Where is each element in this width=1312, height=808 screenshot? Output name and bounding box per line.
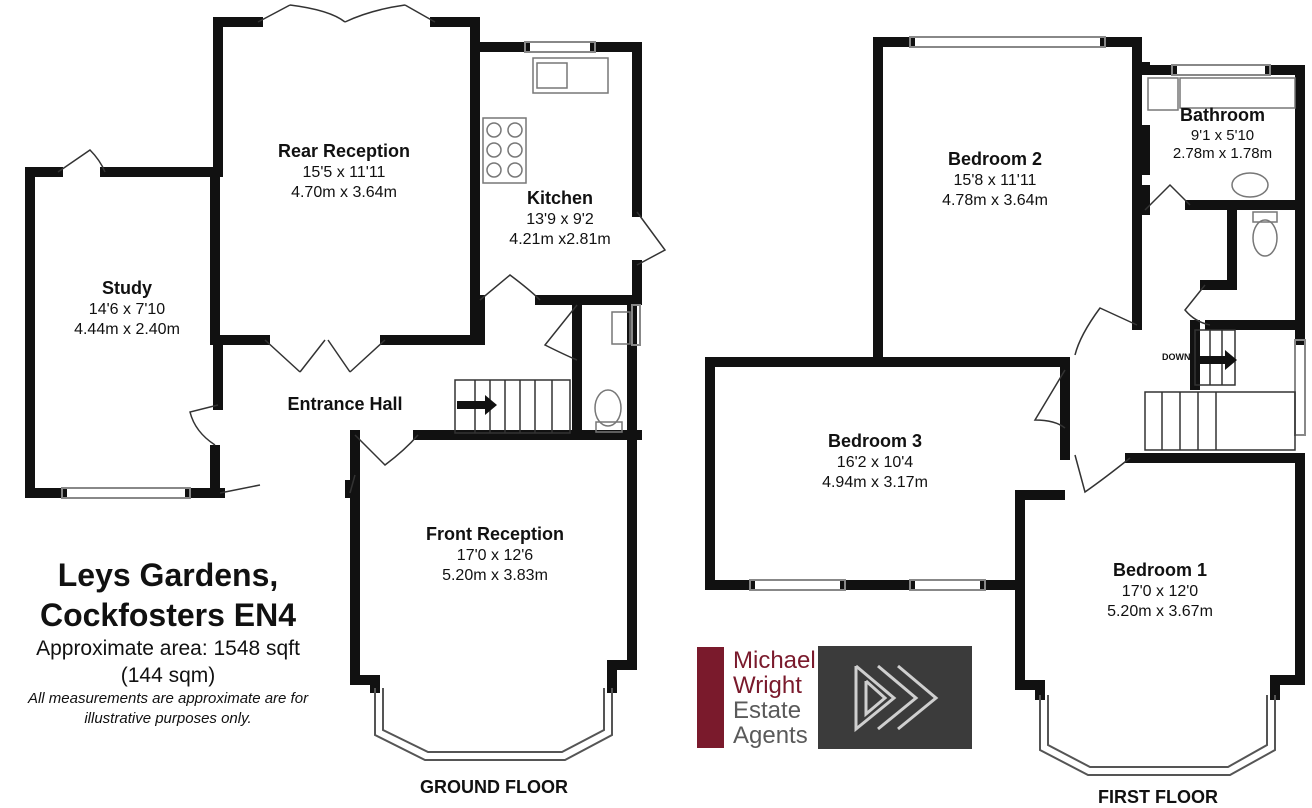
room-imperial: 13'9 x 9'2 — [526, 210, 594, 228]
room-name: Bedroom 3 — [827, 431, 923, 451]
room-metric: 2.78m x 1.78m — [1172, 145, 1273, 163]
bathroom-fixtures — [1147, 77, 1296, 257]
room-imperial: 17'0 x 12'0 — [1121, 582, 1199, 600]
first-floor-walls — [705, 37, 1305, 700]
property-info: Leys Gardens, Cockfosters EN4 Approximat… — [0, 555, 336, 729]
room-metric: 4.70m x 3.64m — [291, 183, 397, 201]
stairs-arrow-icon — [457, 395, 497, 415]
agent-name-line-1: Michael — [733, 647, 816, 674]
room-front-reception: Front Reception 17'0 x 12'6 5.20m x 3.83… — [400, 523, 590, 586]
ground-floor-walls — [25, 17, 642, 693]
agent-logo-bar — [697, 647, 724, 748]
first-floor-title: FIRST FLOOR — [1098, 787, 1218, 807]
room-kitchen: Kitchen 13'9 x 9'2 4.21m x2.81m — [490, 187, 630, 250]
room-imperial: 15'8 x 11'11 — [953, 171, 1037, 189]
ground-windows — [61, 41, 641, 499]
room-metric: 4.21m x2.81m — [509, 230, 611, 248]
room-metric: 4.94m x 3.17m — [822, 473, 928, 491]
room-imperial: 9'1 x 5'10 — [1190, 126, 1255, 144]
room-metric: 4.44m x 2.40m — [74, 320, 180, 338]
double-chevron-icon — [818, 646, 972, 749]
room-study: Study 14'6 x 7'10 4.44m x 2.40m — [52, 277, 202, 340]
room-metric: 4.78m x 3.64m — [942, 191, 1048, 209]
room-rear-reception: Rear Reception 15'5 x 11'11 4.70m x 3.64… — [254, 140, 434, 203]
room-name: Rear Reception — [277, 141, 411, 161]
agent-logo-text: Michael Wright Estate Agents — [733, 648, 816, 748]
kitchen-fixtures — [482, 57, 631, 433]
room-name: Kitchen — [526, 188, 593, 208]
first-door-swings — [1033, 183, 1211, 494]
room-imperial: 17'0 x 12'6 — [456, 546, 534, 564]
room-name: Entrance Hall — [287, 394, 403, 414]
room-imperial: 14'6 x 7'10 — [88, 300, 166, 318]
room-name: Bedroom 2 — [947, 149, 1043, 169]
room-name: Study — [101, 278, 152, 298]
agent-name-line-2: Wright — [733, 672, 802, 699]
room-name: Bathroom — [1180, 105, 1265, 125]
room-name: Bedroom 1 — [1112, 560, 1208, 580]
room-imperial: 16'2 x 10'4 — [836, 453, 914, 471]
room-entrance-hall: Entrance Hall — [270, 393, 420, 416]
room-bedroom-1: Bedroom 1 17'0 x 12'0 5.20m x 3.67m — [1075, 559, 1245, 622]
disclaimer-line-1: All measurements are approximate are for — [27, 690, 309, 707]
first-stairs-arrow-icon — [1200, 350, 1237, 370]
agent-name-line-4: Agents — [733, 722, 808, 749]
area-sqft: Approximate area: 1548 sqft — [36, 637, 300, 660]
disclaimer-line-2: illustrative purposes only. — [84, 710, 252, 727]
room-imperial: 15'5 x 11'11 — [302, 163, 386, 181]
room-bathroom: Bathroom 9'1 x 5'10 2.78m x 1.78m — [1150, 104, 1295, 164]
first-bay-window — [1039, 695, 1276, 776]
area-sqm: (144 sqm) — [120, 664, 216, 687]
room-metric: 5.20m x 3.67m — [1107, 602, 1213, 620]
room-metric: 5.20m x 3.83m — [442, 566, 548, 584]
first-stairs — [1144, 329, 1296, 451]
room-bedroom-2: Bedroom 2 15'8 x 11'11 4.78m x 3.64m — [910, 148, 1080, 211]
address-line-1: Leys Gardens, — [57, 557, 279, 593]
room-name: Front Reception — [426, 524, 564, 544]
first-windows — [749, 36, 1306, 591]
agent-name-line-3: Estate — [733, 697, 802, 724]
ground-door-swings — [57, 4, 667, 494]
ground-bay-window — [374, 688, 613, 761]
address-line-2: Cockfosters EN4 — [39, 597, 297, 633]
room-bedroom-3: Bedroom 3 16'2 x 10'4 4.94m x 3.17m — [790, 430, 960, 493]
ground-floor-title: GROUND FLOOR — [420, 777, 568, 797]
stairs-down-label: DOWN — [1162, 352, 1191, 362]
